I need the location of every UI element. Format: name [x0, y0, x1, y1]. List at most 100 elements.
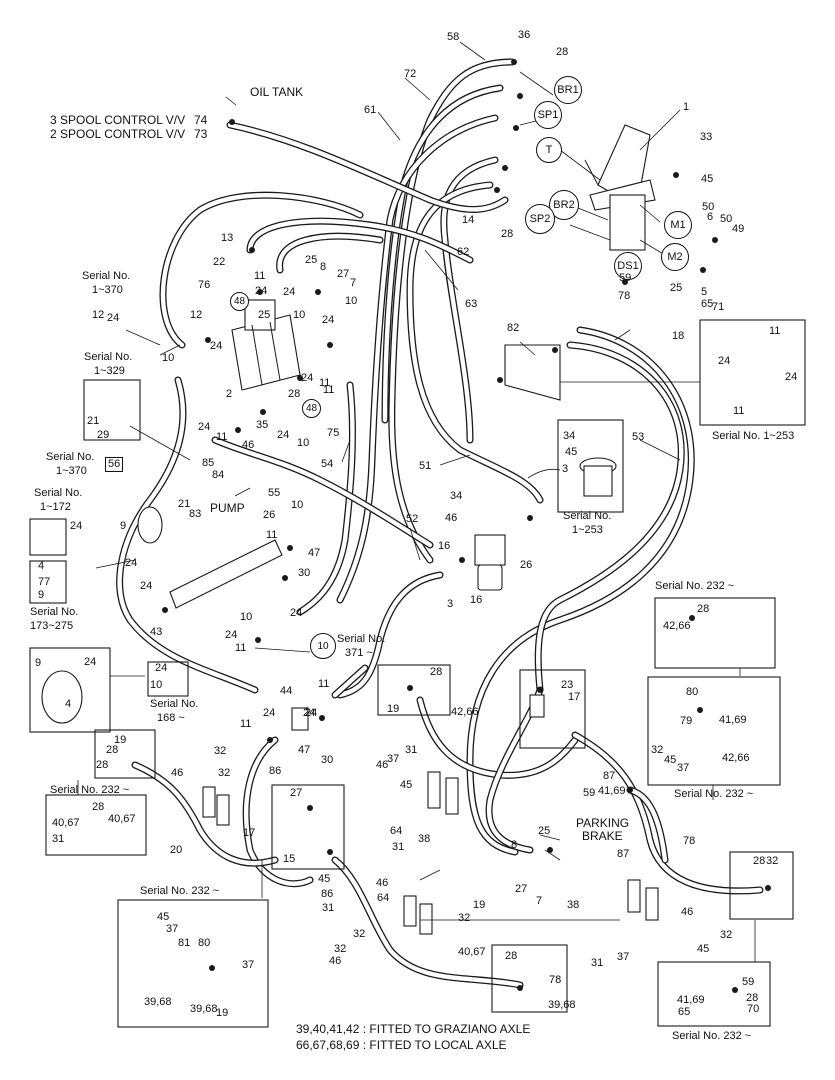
part-number-callout: 78 — [549, 974, 562, 986]
part-number-callout: 11 — [733, 405, 745, 417]
inset-boxes — [29, 319, 806, 1028]
part-number-callout: 11 — [318, 678, 330, 690]
part-number-callout: 45 — [400, 779, 413, 791]
part-number-callout: 63 — [465, 298, 478, 310]
part-number-callout: 25 — [538, 825, 551, 837]
part-number-callout: 37 — [387, 753, 400, 765]
part-number-callout: 45 — [318, 873, 331, 885]
part-number-callout: 25 — [670, 282, 683, 294]
part-number-callout: 46 — [242, 439, 255, 451]
part-number-callout: 24 — [70, 520, 83, 532]
part-number-callout: 47 — [308, 547, 321, 559]
part-number-callout: 4 — [65, 698, 72, 710]
code-circle: 48 — [230, 292, 249, 311]
part-number-callout: 83 — [189, 508, 202, 520]
part-number-callout: 64 — [390, 825, 403, 837]
part-number-callout: 39,68 — [144, 996, 172, 1008]
part-number-callout: 24 — [303, 707, 316, 719]
accumulator-4a — [137, 506, 163, 544]
part-number-callout: 32 — [334, 943, 347, 955]
part-number-callout: 22 — [213, 256, 226, 268]
part-number-callout: 17 — [568, 691, 581, 703]
part-number-callout: 72 — [404, 68, 417, 80]
tee-17 — [529, 694, 545, 718]
part-number-callout: 32 — [353, 928, 366, 940]
part-number-callout: 11 — [319, 377, 331, 389]
part-number-callout: 86 — [269, 765, 282, 777]
clamp-38b — [627, 879, 659, 921]
serial-note: Serial No. 232 ~ — [50, 784, 130, 796]
part-number-callout: 40,67 — [52, 817, 80, 829]
part-number-callout: 76 — [198, 279, 211, 291]
part-number-callout: 11 — [769, 325, 781, 337]
part-number-callout: 45 — [701, 173, 714, 185]
part-number-callout: 24 — [107, 312, 120, 324]
part-number-callout: 85 — [202, 457, 215, 469]
part-number-callout: 58 — [447, 31, 460, 43]
part-number-callout: 32 — [218, 767, 231, 779]
serial-note: Serial No. — [30, 606, 79, 618]
serial-note: 168 ~ — [157, 712, 185, 724]
part-number-callout: 28 — [96, 759, 109, 771]
fittings — [162, 59, 771, 993]
part-number-callout: 41,69 — [598, 785, 626, 797]
part-number-callout: 28 — [505, 950, 518, 962]
filter-3 — [474, 534, 506, 591]
part-number-callout: 27 — [515, 883, 528, 895]
part-number-callout: 42,66 — [663, 620, 691, 632]
part-number-callout: 45 — [697, 943, 710, 955]
part-number-callout: 24 — [718, 355, 731, 367]
serial-note: Serial No. — [82, 270, 131, 282]
spool3-label: 3 SPOOL CONTROL V/V — [50, 113, 186, 127]
part-number-callout: 71 — [712, 301, 725, 313]
part-number-callout: 77 — [38, 576, 51, 588]
part-number-callout: 7 — [536, 895, 543, 907]
part-number-callout: 52 — [406, 513, 419, 525]
control-valve-block — [231, 299, 301, 391]
part-number-callout: 31 — [322, 902, 335, 914]
part-number-callout: 59 — [583, 787, 596, 799]
part-number-callout: 30 — [298, 567, 311, 579]
part-number-callout: 45 — [565, 446, 578, 458]
part-number-callout: 50 — [720, 213, 733, 225]
part-number-callout: 13 — [221, 232, 234, 244]
part-number-callout: 14 — [462, 214, 475, 226]
part-number-callout: 20 — [170, 844, 183, 856]
part-number-callout: 25 — [305, 254, 318, 266]
part-number-callout: 46 — [171, 767, 184, 779]
part-number-callout: 19 — [114, 734, 127, 746]
part-number-callout: 87 — [603, 770, 616, 782]
part-number-callout: 24 — [140, 580, 153, 592]
part-number-callout: 21 — [178, 498, 191, 510]
part-number-callout: 10 — [291, 499, 304, 511]
part-number-callout: 30 — [321, 754, 334, 766]
part-number-callout: 41,69 — [719, 714, 747, 726]
hose-group — [116, 58, 764, 989]
part-number-callout: 37 — [617, 951, 630, 963]
part-number-callout: 29 — [97, 429, 110, 441]
part-number-callout: 24 — [785, 371, 798, 383]
code-circle: T — [536, 137, 562, 163]
serial-note: Serial No. — [563, 510, 612, 522]
part-number-callout: 32 — [766, 855, 779, 867]
part-number-callout: 24 — [125, 557, 138, 569]
clamp-38a — [427, 771, 459, 815]
part-number-callout: 79 — [680, 715, 693, 727]
filter-inset — [527, 457, 617, 497]
part-number-callout: 24 — [322, 314, 335, 326]
part-number-callout: 43 — [150, 626, 163, 638]
code-circle: BR1 — [554, 76, 582, 104]
part-number-callout: 80 — [198, 937, 211, 949]
part-number-callout: 36 — [518, 29, 531, 41]
part-number-callout: 42,66 — [451, 706, 479, 718]
part-number-callout: 27 — [337, 268, 350, 280]
part-number-callout: 32 — [214, 745, 227, 757]
parking-brake-label-2: BRAKE — [582, 829, 623, 843]
part-number-callout: 33 — [700, 131, 713, 143]
part-number-callout: 32 — [651, 744, 664, 756]
part-number-callout: 10 — [297, 437, 310, 449]
part-number-callout: 87 — [617, 848, 630, 860]
part-number-callout: 12 — [190, 309, 203, 321]
code-circle: 48 — [302, 399, 321, 418]
